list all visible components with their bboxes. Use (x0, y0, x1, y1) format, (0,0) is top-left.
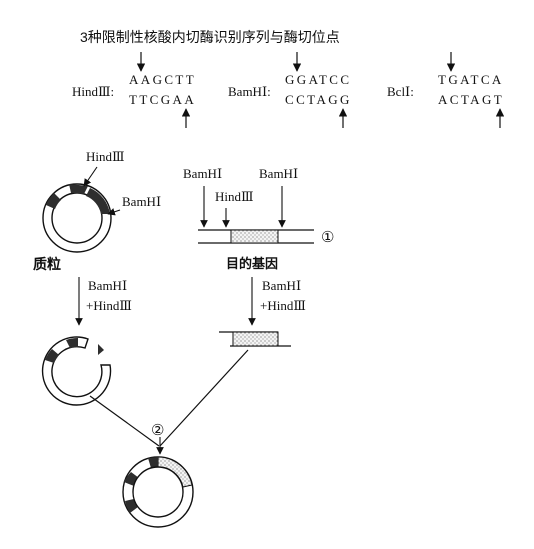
left-cut-enzyme-1: BamHⅠ (88, 278, 127, 293)
plasmid-bamhi-label: BamHⅠ (122, 194, 161, 209)
target-gene-dna: BamHⅠ BamHⅠ HindⅢ ① 目的基因 (183, 166, 334, 271)
plasmid-label: 质粒 (33, 256, 61, 272)
bcli-label: BclⅠ: (387, 84, 414, 99)
bamhi-top-strand: GGATCC (285, 72, 351, 87)
ligation-lines: ② (89, 349, 249, 455)
hindiii-top-strand: AAGCTT (129, 72, 196, 87)
diagram-title: 3种限制性核酸内切酶识别序列与酶切位点 (80, 29, 340, 45)
bcli-top-strand: TGATCA (438, 72, 504, 87)
gene-bamhi-left-label: BamHⅠ (183, 166, 222, 181)
gene-bamhi-right-label: BamHⅠ (259, 166, 298, 181)
hindiii-sequence: HindⅢ: AAGCTT TTCGAA (72, 52, 196, 128)
right-cut-step: BamHⅠ +HindⅢ (248, 277, 306, 326)
step-2-marker: ② (151, 423, 164, 439)
hindiii-label: HindⅢ: (72, 84, 114, 99)
gene-hindiii-label: HindⅢ (215, 189, 254, 204)
cut-plasmid (41, 336, 112, 406)
cut-gene-fragment (219, 331, 291, 347)
bcli-sequence: BclⅠ: TGATCA ACTAGT (387, 52, 505, 128)
target-gene-label: 目的基因 (226, 256, 278, 271)
step-1-marker: ① (321, 230, 334, 246)
right-cut-enzyme-2: +HindⅢ (260, 298, 306, 313)
hindiii-bottom-strand: TTCGAA (129, 92, 196, 107)
bamhi-bottom-strand: CCTAGG (285, 92, 352, 107)
recombinant-plasmid (122, 456, 194, 528)
cut-gene-segment (232, 331, 279, 347)
right-cut-enzyme-1: BamHⅠ (262, 278, 301, 293)
target-gene-segment (230, 229, 279, 244)
left-cut-enzyme-2: +HindⅢ (86, 298, 132, 313)
bamhi-sequence: BamHⅠ: GGATCC CCTAGG (228, 52, 352, 128)
plasmid: HindⅢ BamHⅠ 质粒 (33, 149, 161, 272)
bcli-bottom-strand: ACTAGT (438, 92, 504, 107)
bamhi-label: BamHⅠ: (228, 84, 271, 99)
plasmid-hindiii-label: HindⅢ (86, 149, 125, 164)
left-cut-step: BamHⅠ +HindⅢ (75, 277, 132, 326)
